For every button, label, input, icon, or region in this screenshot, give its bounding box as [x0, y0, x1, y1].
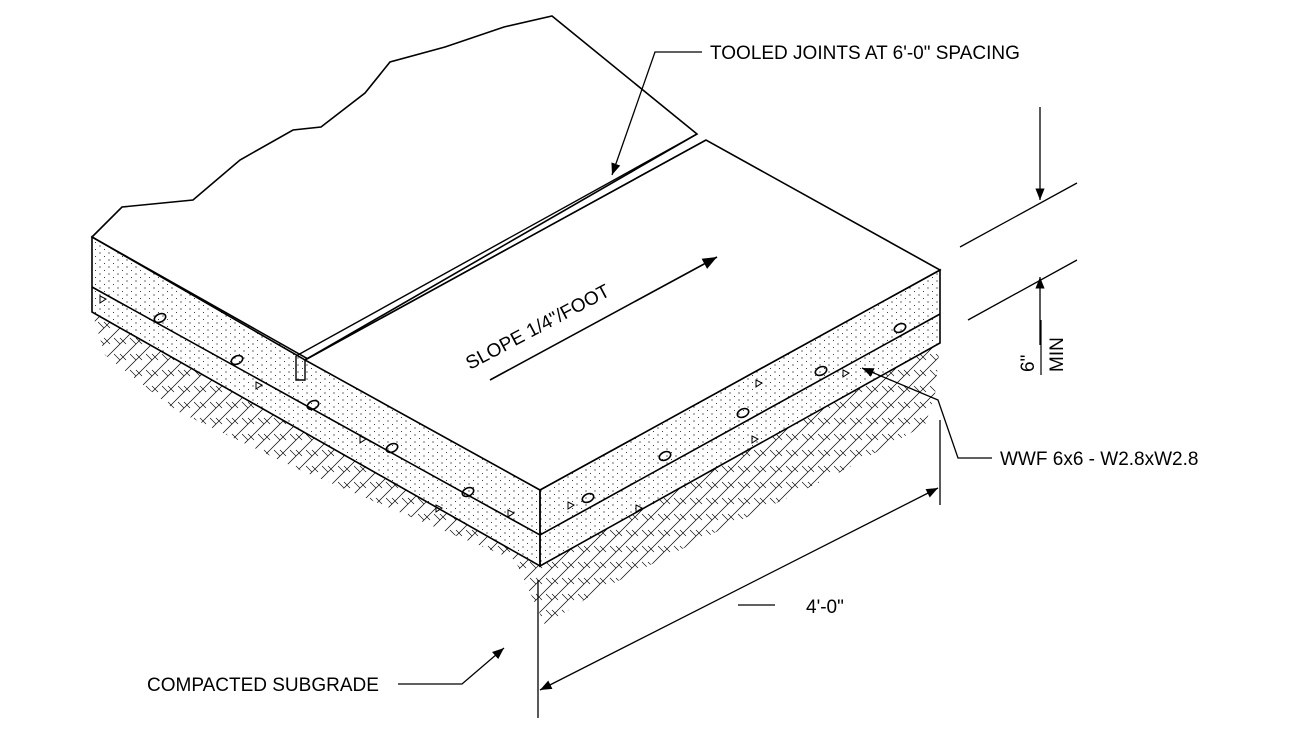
- width-dimension: [537, 420, 941, 718]
- subgrade-soil: [92, 312, 940, 625]
- joints-label: TOOLED JOINTS AT 6'-0" SPACING: [710, 43, 1020, 64]
- far-slab-top: [90, 15, 699, 361]
- tooled-joint: [295, 133, 707, 381]
- wwf-leader: [861, 367, 992, 459]
- wwf-reinforcement: [153, 312, 907, 504]
- thickness-qualifier: MIN: [1047, 337, 1068, 372]
- subgrade-label: COMPACTED SUBGRADE: [147, 675, 379, 696]
- width-label: 4'-0": [806, 597, 844, 618]
- slope-arrow: [489, 256, 718, 381]
- wwf-label: WWF 6x6 - W2.8xW2.8: [1000, 449, 1198, 470]
- subgrade-leader: [398, 647, 505, 685]
- joints-leader: [611, 51, 702, 176]
- thickness-value: 6": [1018, 355, 1039, 372]
- thickness-dimension: [959, 107, 1078, 345]
